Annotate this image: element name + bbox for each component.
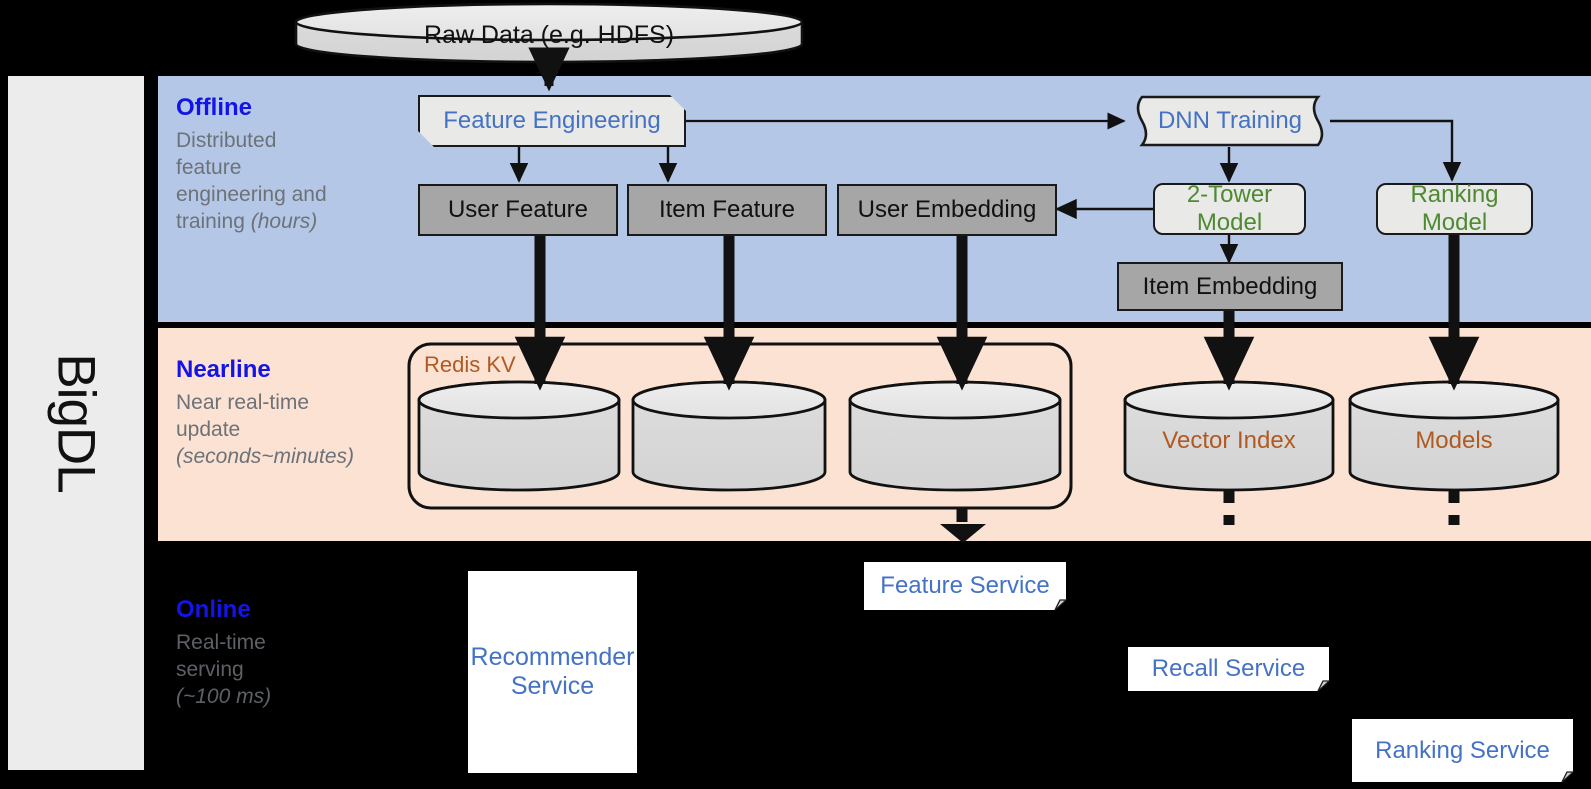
user-embedding-text: User Embedding <box>857 196 1037 223</box>
dnn-training-node[interactable]: DNN Training <box>1132 95 1328 147</box>
ranking-model-text: Ranking Model <box>1410 181 1499 236</box>
item-embedding-text: Item Embedding <box>1142 272 1318 300</box>
user-feature-node[interactable]: User Feature <box>418 184 618 236</box>
offline-title: Offline <box>176 94 252 121</box>
offline-sub-line4: training <box>176 209 251 233</box>
online-subtitle: Real-time serving (~100 ms) <box>176 630 386 711</box>
recommender-service-line1: Recommender <box>470 643 635 672</box>
offline-sub-line2: feature <box>176 155 242 179</box>
bigdl-label: BigDL <box>46 353 106 493</box>
nearline-sub-emphasis: (seconds~minutes) <box>176 444 354 468</box>
two-tower-model-text: 2-Tower Model <box>1186 181 1273 236</box>
user-embedding-node[interactable]: User Embedding <box>837 184 1057 236</box>
recommender-service-label[interactable]: Recommender Service <box>468 571 637 773</box>
online-caption: Online Real-time serving (~100 ms) <box>176 598 386 711</box>
online-sub-line2: serving <box>176 657 244 681</box>
nearline-caption: Nearline Near real-time update (seconds~… <box>176 358 386 471</box>
offline-subtitle: Distributed feature engineering and trai… <box>176 128 386 236</box>
raw-data-text: Raw Data (e.g. HDFS) <box>423 20 675 49</box>
nearline-title: Nearline <box>176 356 271 383</box>
offline-sub-emphasis: (hours) <box>250 209 318 233</box>
dnn-training-text: DNN Training <box>1157 107 1303 134</box>
raw-data-cylinder <box>294 2 804 64</box>
feature-service-label[interactable]: Feature Service <box>864 562 1066 610</box>
recall-service-text: Recall Service <box>1151 655 1306 683</box>
ranking-service-label[interactable]: Ranking Service <box>1352 719 1573 782</box>
online-sub-line1: Real-time <box>176 631 266 654</box>
offline-sub-line3: engineering and <box>176 182 327 206</box>
feature-engineering-shape <box>418 95 686 147</box>
ranking-service-text: Ranking Service <box>1375 736 1550 764</box>
dnn-training-shape <box>1136 95 1324 147</box>
ranking-model-node[interactable]: Ranking Model <box>1376 181 1533 236</box>
item-embedding-node[interactable]: Item Embedding <box>1117 262 1343 311</box>
feature-engineering-node[interactable]: Feature Engineering <box>418 95 686 147</box>
nearline-subtitle: Near real-time update (seconds~minutes) <box>176 390 386 471</box>
offline-caption: Offline Distributed feature engineering … <box>176 96 386 236</box>
item-feature-text: Item Feature <box>658 196 796 223</box>
two-tower-model-node[interactable]: 2-Tower Model <box>1153 181 1306 236</box>
item-feature-node[interactable]: Item Feature <box>627 184 827 236</box>
user-feature-text: User Feature <box>447 196 589 223</box>
nearline-sub-line1: Near real-time <box>176 391 310 414</box>
offline-sub-line1: Distributed <box>176 129 277 152</box>
nearline-sub-line2: update <box>176 417 241 441</box>
online-sub-emphasis: (~100 ms) <box>176 684 272 708</box>
recommender-service-line2: Service <box>510 672 595 700</box>
online-title: Online <box>176 596 251 623</box>
feature-engineering-text: Feature Engineering <box>443 107 661 134</box>
feature-service-text: Feature Service <box>880 572 1050 600</box>
raw-data-label: Raw Data (e.g. HDFS) <box>296 16 802 54</box>
recall-service-label[interactable]: Recall Service <box>1128 647 1329 691</box>
bigdl-sidebar: BigDL <box>8 76 144 770</box>
